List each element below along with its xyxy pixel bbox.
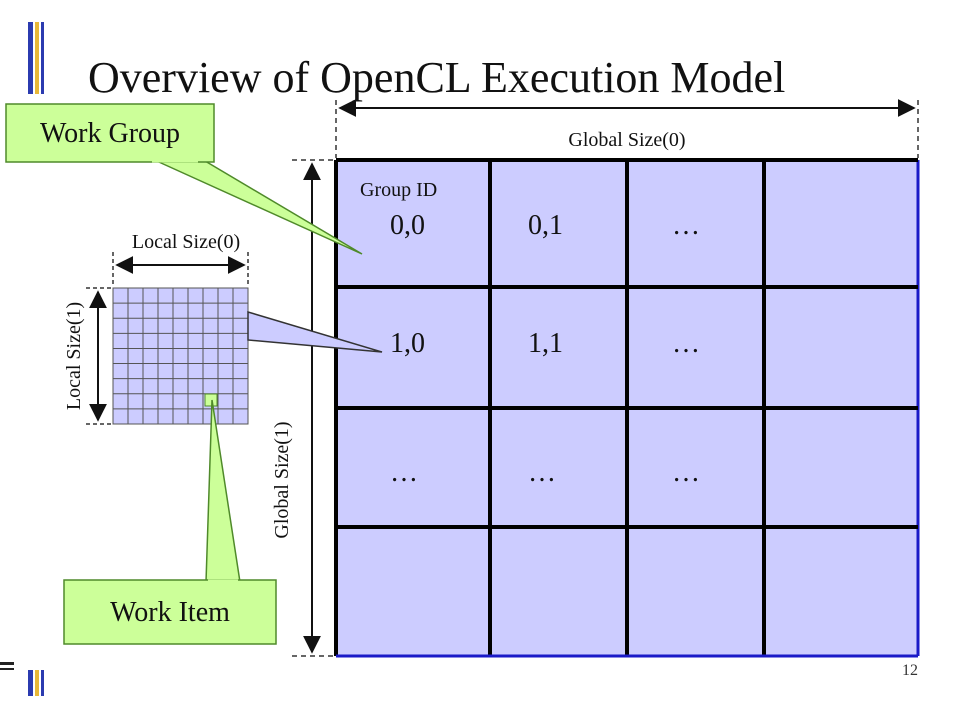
cell-2-0: …: [390, 457, 418, 488]
work-group-callout-label: Work Group: [40, 118, 180, 149]
corner-mark-2: [0, 668, 14, 670]
local-size-1-dimension: Local Size(1): [63, 287, 111, 425]
cell-1-0: 1,0: [390, 328, 425, 359]
work-item-callout: Work Item: [63, 399, 277, 645]
global-size-1-dimension: Global Size(1): [271, 159, 334, 657]
slide-number: 12: [902, 662, 918, 679]
work-item-callout-label: Work Item: [110, 597, 230, 628]
zoom-wedge: [247, 310, 383, 353]
cell-0-1: 0,1: [528, 210, 563, 241]
cell-2-2: …: [672, 457, 700, 488]
cell-1-2: …: [672, 328, 700, 359]
slide-title: Overview of OpenCL Execution Model: [88, 53, 786, 102]
cell-2-1: …: [528, 457, 556, 488]
local-grid-lines: [113, 288, 248, 424]
accent-bar-blue-bottom-2: [41, 670, 44, 696]
accent-bar-yellow-top: [35, 22, 39, 94]
local-size-1-label: Local Size(1): [63, 302, 85, 410]
corner-mark: [0, 662, 14, 665]
work-item-callout-pointer: [205, 399, 241, 583]
local-size-0-dimension: Local Size(0): [112, 231, 249, 286]
local-grid-background: [112, 287, 249, 425]
work-group-callout-box: [5, 103, 215, 163]
group-id-label: Group ID: [360, 179, 437, 201]
global-size-0-label: Global Size(0): [568, 129, 685, 151]
local-work-group: [112, 287, 249, 425]
accent-bar-blue-top: [28, 22, 33, 94]
accent-bar-yellow-bottom: [35, 670, 39, 696]
cell-0-0: 0,0: [390, 210, 425, 241]
cell-1-1: 1,1: [528, 328, 563, 359]
work-item-highlight: [204, 393, 218, 407]
work-item-callout-box: [63, 579, 277, 645]
accent-bar-blue-bottom: [28, 670, 33, 696]
cell-0-2: …: [672, 210, 700, 241]
work-group-callout: Work Group: [5, 103, 363, 255]
local-size-0-label: Local Size(0): [132, 231, 240, 253]
accent-bar-blue-top-2: [41, 22, 44, 94]
global-size-1-label: Global Size(1): [271, 421, 293, 538]
global-grid: Group ID 0,0 0,1 … 1,0 1,1 … … … …: [334, 158, 920, 658]
global-size-0-dimension: Global Size(0): [335, 99, 919, 158]
